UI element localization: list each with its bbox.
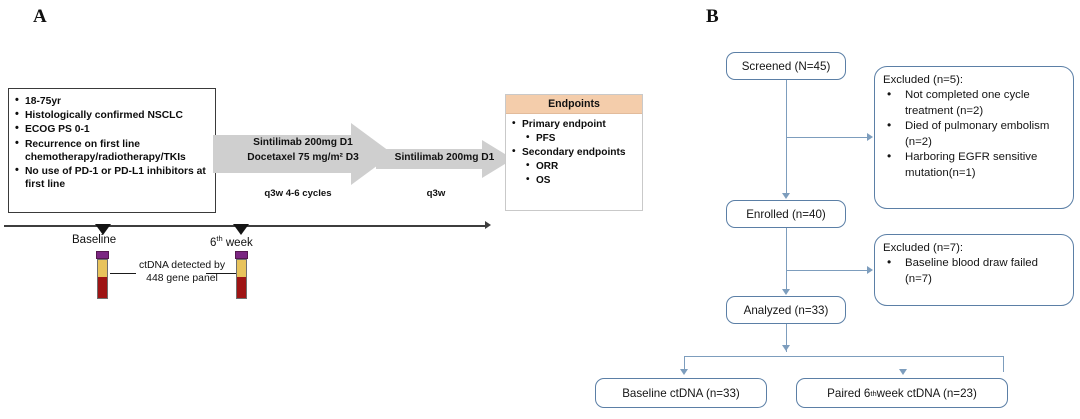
arrowhead-right-icon bbox=[867, 266, 873, 274]
tube-body bbox=[236, 259, 247, 299]
week-word: week bbox=[222, 236, 253, 249]
list-item: No use of PD-1 or PD-L1 inhibitors at fi… bbox=[15, 164, 211, 191]
timepoint-label-baseline: Baseline bbox=[72, 234, 117, 246]
flow-box-baseline-ctdna: Baseline ctDNA (n=33) bbox=[595, 378, 767, 408]
excluded-box-1: Excluded (n=5): Not completed one cycle … bbox=[874, 66, 1074, 209]
caption-leader-left bbox=[110, 273, 136, 274]
arrowhead-down-icon bbox=[899, 369, 907, 375]
treatment-arrow-induction: Sintilimab 200mg D1 Docetaxel 75 mg/m² D… bbox=[213, 123, 393, 185]
connector-split-horizontal bbox=[684, 356, 1004, 358]
excluded-reason-list: Baseline blood draw failed (n=7) bbox=[883, 255, 1067, 287]
excluded-title: Excluded (n=7): bbox=[883, 242, 964, 254]
arrowhead-down-icon bbox=[680, 369, 688, 375]
list-item: Primary endpoint bbox=[512, 117, 638, 132]
list-item: Not completed one cycle treatment (n=2) bbox=[883, 87, 1067, 119]
treatment-arrow-maintenance: Sintilimab 200mg D1 bbox=[376, 140, 513, 178]
excluded-reason-list: Not completed one cycle treatment (n=2) … bbox=[883, 87, 1067, 181]
caption-line-1: ctDNA detected by bbox=[138, 260, 226, 271]
tube-body bbox=[97, 259, 108, 299]
blood-tube-icon-baseline bbox=[96, 251, 109, 299]
list-item: Histologically confirmed NSCLC bbox=[15, 108, 211, 122]
panel-a-study-design: 18-75yr Histologically confirmed NSCLC E… bbox=[0, 0, 690, 419]
list-item: Baseline blood draw failed (n=7) bbox=[883, 255, 1067, 287]
list-item: 18-75yr bbox=[15, 94, 211, 108]
maintenance-schedule-label: q3w bbox=[426, 188, 446, 199]
connector-split-right bbox=[1003, 356, 1005, 372]
inclusion-criteria-list: 18-75yr Histologically confirmed NSCLC E… bbox=[15, 94, 211, 191]
endpoints-header: Endpoints bbox=[506, 95, 642, 114]
week-ordinal-suffix: th bbox=[216, 234, 223, 243]
list-item: ECOG PS 0-1 bbox=[15, 122, 211, 136]
connector-enrolled-to-analyzed bbox=[786, 228, 788, 290]
blood-tube-icon-week6 bbox=[235, 251, 248, 299]
connector-split-right-horizontal bbox=[903, 356, 1004, 358]
arrowhead-down-icon bbox=[782, 289, 790, 295]
connector-split-left bbox=[684, 356, 686, 372]
caption-line-2: 448 gene panel bbox=[146, 273, 218, 284]
tube-blood-layer bbox=[98, 277, 107, 298]
list-item: Harboring EGFR sensitive mutation(n=1) bbox=[883, 149, 1067, 181]
list-item: ORR bbox=[512, 159, 638, 174]
panel-label-b: B bbox=[706, 6, 719, 27]
endpoints-list: Primary endpoint PFS Secondary endpoints… bbox=[512, 117, 638, 188]
list-item: OS bbox=[512, 173, 638, 188]
panel-label-a: A bbox=[33, 6, 47, 27]
tube-plasma-layer bbox=[98, 260, 107, 277]
connector-enrolled-to-excluded2 bbox=[786, 270, 868, 272]
timepoint-marker-week6-icon bbox=[233, 224, 249, 235]
timepoint-label-week6: 6th week bbox=[210, 234, 253, 249]
inclusion-criteria-box: 18-75yr Histologically confirmed NSCLC E… bbox=[8, 88, 216, 213]
tube-blood-layer bbox=[237, 277, 246, 298]
endpoints-body: Primary endpoint PFS Secondary endpoints… bbox=[506, 114, 642, 190]
timeline-arrowhead-icon bbox=[485, 221, 491, 229]
tube-cap bbox=[96, 251, 109, 259]
induction-schedule-label: q3w 4-6 cycles bbox=[264, 188, 332, 199]
list-item: Died of pulmonary embolism (n=2) bbox=[883, 118, 1067, 150]
paired-label-post: week ctDNA (n=23) bbox=[876, 386, 977, 400]
connector-screened-to-excluded1 bbox=[786, 137, 868, 139]
arrowhead-down-icon bbox=[782, 193, 790, 199]
list-item: PFS bbox=[512, 131, 638, 146]
list-item: Secondary endpoints bbox=[512, 145, 638, 160]
tube-plasma-layer bbox=[237, 260, 246, 277]
paired-label-pre: Paired 6 bbox=[827, 386, 871, 400]
excluded-box-2: Excluded (n=7): Baseline blood draw fail… bbox=[874, 234, 1074, 306]
excluded-title: Excluded (n=5): bbox=[883, 74, 964, 86]
arrowhead-right-icon bbox=[867, 133, 873, 141]
list-item: Recurrence on first line chemotherapy/ra… bbox=[15, 137, 211, 164]
tube-cap bbox=[235, 251, 248, 259]
week-number: 6 bbox=[210, 236, 217, 249]
endpoints-box: Endpoints Primary endpoint PFS Secondary… bbox=[505, 94, 643, 211]
flow-box-screened: Screened (N=45) bbox=[726, 52, 846, 80]
ctdna-assay-caption: ctDNA detected by 448 gene panel bbox=[128, 259, 236, 285]
paired-label-ordinal: th bbox=[870, 388, 877, 398]
arrowhead-down-icon bbox=[782, 345, 790, 351]
flow-box-analyzed: Analyzed (n=33) bbox=[726, 296, 846, 324]
timepoint-marker-baseline-icon bbox=[95, 224, 111, 235]
caption-leader-right bbox=[206, 273, 236, 274]
flow-box-enrolled: Enrolled (n=40) bbox=[726, 200, 846, 228]
panel-b-consort-flow: Screened (N=45) Enrolled (n=40) Analyzed… bbox=[595, 0, 1080, 419]
connector-analyzed-down bbox=[786, 324, 788, 352]
